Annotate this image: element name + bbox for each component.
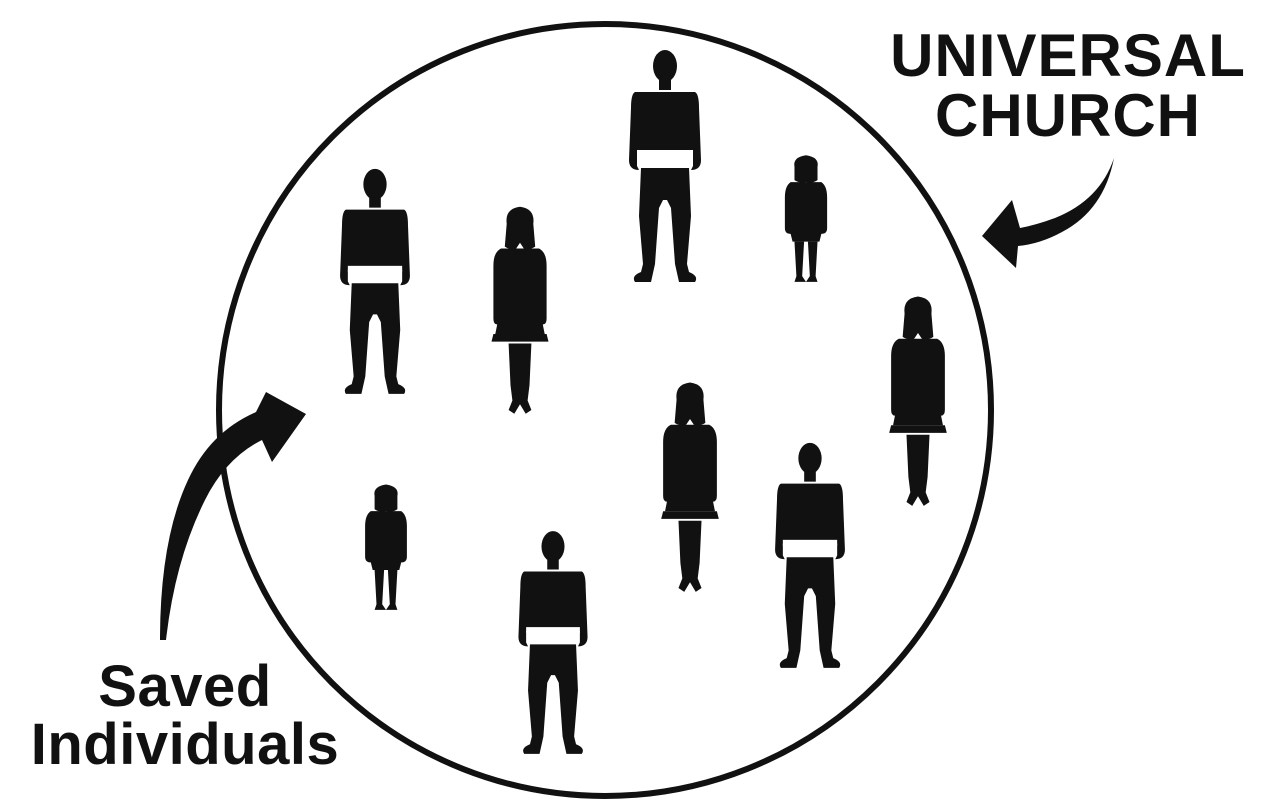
saved-individuals-line1: Saved — [98, 654, 272, 719]
people-group — [340, 50, 947, 754]
figure-woman-icon — [491, 206, 549, 414]
universal-church-line1: UNIVERSAL — [890, 22, 1246, 89]
figure-child-icon — [784, 155, 828, 282]
figure-man-icon — [775, 442, 845, 668]
saved-individuals-line2: Individuals — [30, 712, 340, 777]
arrow-into-circle-icon — [160, 392, 306, 640]
saved-individuals-label: Saved Individuals — [0, 658, 370, 774]
figure-woman-icon — [889, 296, 947, 506]
figure-man-icon — [629, 50, 701, 282]
arrow-to-circle-icon — [982, 158, 1114, 268]
universal-church-line2: CHURCH — [935, 82, 1201, 149]
universal-church-label: UNIVERSAL CHURCH — [868, 26, 1268, 146]
figure-man-icon — [340, 168, 410, 394]
church-circle — [216, 21, 994, 799]
figure-man-icon — [518, 531, 588, 754]
figure-woman-icon — [661, 382, 719, 592]
figure-child-icon — [365, 484, 407, 610]
